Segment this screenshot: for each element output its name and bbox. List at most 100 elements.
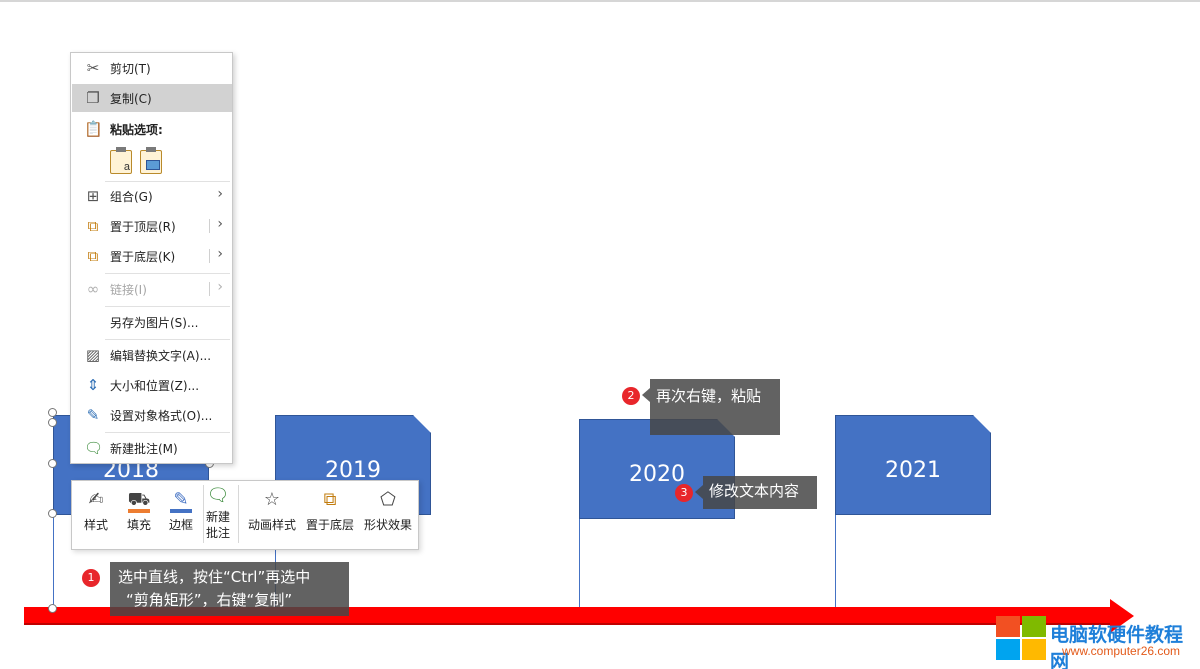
menu-item-label: 编辑替换文字(A)... bbox=[110, 348, 212, 363]
split-divider bbox=[209, 219, 210, 233]
annotation-2-pointer bbox=[642, 388, 650, 402]
menu-item-label: 大小和位置(Z)... bbox=[110, 378, 200, 393]
selection-handle[interactable] bbox=[48, 459, 57, 468]
border-button[interactable]: ✎ 边框 bbox=[164, 485, 198, 547]
bring-to-front-icon: ⧉ bbox=[87, 217, 99, 235]
menu-separator bbox=[105, 181, 230, 182]
menu-item-link[interactable]: ∞ 链接(I) › bbox=[72, 275, 232, 303]
animation-style-label: 动画样式 bbox=[247, 518, 296, 532]
annotation-1-line2: “剪角矩形”，右键“复制” bbox=[126, 591, 293, 609]
chevron-right-icon: › bbox=[217, 186, 223, 202]
menu-item-edit-alt-text[interactable]: ▨ 编辑替换文字(A)... bbox=[72, 341, 232, 369]
toolbar-separator bbox=[203, 485, 204, 543]
menu-item-size-position[interactable]: ⇕ 大小和位置(Z)... bbox=[72, 371, 232, 399]
shape-effects-button[interactable]: ⬠ 形状效果 bbox=[362, 485, 414, 547]
watermark-title: 电脑软硬件教程网 bbox=[1050, 624, 1184, 669]
chevron-right-icon[interactable]: › bbox=[217, 246, 223, 262]
annotation-3-pointer bbox=[695, 485, 703, 499]
menu-item-label: 置于顶层(R) bbox=[110, 219, 176, 234]
send-to-back-button[interactable]: ⧉ 置于底层 bbox=[304, 485, 356, 547]
annotation-badge-1: 1 bbox=[82, 569, 100, 587]
send-to-back-label: 置于底层 bbox=[305, 518, 354, 532]
windows-logo bbox=[996, 616, 1046, 660]
alt-text-icon: ▨ bbox=[85, 346, 101, 364]
menu-item-paste-options: 📋 粘贴选项: bbox=[72, 115, 232, 143]
flag-year-2019: 2019 bbox=[325, 457, 381, 483]
send-to-back-icon: ⧉ bbox=[87, 247, 99, 265]
menu-item-new-comment[interactable]: 🗨 新建批注(M) bbox=[72, 434, 232, 462]
annotation-badge-3: 3 bbox=[675, 484, 693, 502]
annotation-callout-2: 再次右键，粘贴 bbox=[650, 379, 780, 435]
menu-item-label: 新建批注(M) bbox=[110, 441, 178, 456]
split-divider bbox=[209, 282, 210, 296]
flag-year-2020: 2020 bbox=[629, 461, 685, 487]
size-position-icon: ⇕ bbox=[86, 376, 100, 394]
paste-picture-icon[interactable] bbox=[140, 147, 162, 174]
menu-item-save-as-picture[interactable]: 另存为图片(S)... bbox=[72, 308, 232, 336]
animation-style-button[interactable]: ☆ 动画样式 bbox=[246, 485, 298, 547]
menu-item-label: 另存为图片(S)... bbox=[110, 315, 199, 330]
menu-separator bbox=[105, 273, 230, 274]
link-icon: ∞ bbox=[86, 280, 100, 298]
selection-handle[interactable] bbox=[48, 509, 57, 518]
style-label: 样式 bbox=[83, 518, 108, 532]
selection-handle[interactable] bbox=[48, 408, 57, 417]
watermark-url: www.computer26.com bbox=[1062, 644, 1181, 658]
menu-separator bbox=[105, 306, 230, 307]
fill-button[interactable]: ⛟ 填充 bbox=[122, 485, 156, 547]
menu-item-label: 链接(I) bbox=[110, 282, 147, 297]
style-button[interactable]: ✍ 样式 bbox=[80, 485, 112, 547]
style-icon: ✍ bbox=[88, 489, 104, 510]
annotation-3-text: 修改文本内容 bbox=[709, 482, 800, 500]
menu-item-copy[interactable]: ❐ 复制(C) bbox=[72, 84, 232, 112]
annotation-callout-1: 选中直线，按住“Ctrl”再选中 “剪角矩形”，右键“复制” bbox=[110, 562, 349, 616]
fill-label: 填充 bbox=[126, 518, 151, 532]
annotation-1-line1: 选中直线，按住“Ctrl”再选中 bbox=[118, 568, 311, 586]
copy-icon: ❐ bbox=[86, 89, 100, 107]
paste-icon: 📋 bbox=[84, 120, 103, 138]
annotation-callout-3: 修改文本内容 bbox=[703, 476, 817, 509]
new-comment-label: 新建 批注 bbox=[205, 510, 230, 540]
group-icon: ⊞ bbox=[86, 187, 100, 205]
menu-item-group[interactable]: ⊞ 组合(G) › bbox=[72, 182, 232, 210]
menu-item-label: 置于底层(K) bbox=[110, 249, 176, 264]
selection-handle[interactable] bbox=[48, 418, 57, 427]
send-to-back-icon: ⧉ bbox=[323, 489, 337, 510]
paste-keep-text-icon[interactable]: a bbox=[110, 147, 132, 174]
context-menu: ✂ 剪切(T) ❐ 复制(C) 📋 粘贴选项: a ⊞ 组合(G) › ⧉ 置于… bbox=[70, 52, 233, 464]
scissors-icon: ✂ bbox=[86, 59, 100, 77]
menu-item-label: 粘贴选项: bbox=[110, 122, 163, 137]
mini-toolbar: ✍ 样式 ⛟ 填充 ✎ 边框 🗨 新建 批注 ☆ 动画样式 ⧉ 置于底层 ⬠ 形… bbox=[71, 480, 419, 550]
border-label: 边框 bbox=[168, 518, 193, 532]
menu-item-label: 剪切(T) bbox=[110, 61, 151, 76]
menu-separator bbox=[105, 339, 230, 340]
border-icon: ✎ bbox=[168, 487, 194, 513]
window-top-border bbox=[0, 0, 1200, 2]
new-comment-icon: 🗨 bbox=[84, 439, 104, 457]
menu-item-label: 复制(C) bbox=[110, 91, 152, 106]
fill-icon: ⛟ bbox=[126, 487, 152, 513]
format-object-icon: ✎ bbox=[86, 406, 100, 424]
new-comment-button[interactable]: 🗨 新建 批注 bbox=[204, 485, 232, 547]
toolbar-separator bbox=[238, 485, 239, 543]
annotation-2-text: 再次右键，粘贴 bbox=[656, 387, 762, 405]
menu-item-label: 设置对象格式(O)... bbox=[110, 408, 213, 423]
new-comment-icon: 🗨 bbox=[206, 485, 230, 506]
annotation-badge-2: 2 bbox=[622, 387, 640, 405]
menu-separator bbox=[105, 432, 230, 433]
timeline-arrow-head bbox=[1110, 599, 1134, 633]
menu-item-label: 组合(G) bbox=[110, 189, 153, 204]
menu-item-format-object[interactable]: ✎ 设置对象格式(O)... bbox=[72, 401, 232, 429]
animation-style-icon: ☆ bbox=[263, 489, 281, 510]
chevron-right-icon: › bbox=[217, 279, 223, 295]
snipped-rect-2021[interactable]: 2021 bbox=[835, 415, 991, 515]
flag-year-2021: 2021 bbox=[885, 457, 941, 483]
menu-item-send-to-back[interactable]: ⧉ 置于底层(K) › bbox=[72, 242, 232, 270]
menu-item-cut[interactable]: ✂ 剪切(T) bbox=[72, 54, 232, 82]
shape-effects-label: 形状效果 bbox=[363, 518, 412, 532]
shape-effects-icon: ⬠ bbox=[380, 489, 396, 510]
selection-handle[interactable] bbox=[48, 604, 57, 613]
chevron-right-icon[interactable]: › bbox=[217, 216, 223, 232]
menu-item-bring-to-front[interactable]: ⧉ 置于顶层(R) › bbox=[72, 212, 232, 240]
split-divider bbox=[209, 249, 210, 263]
